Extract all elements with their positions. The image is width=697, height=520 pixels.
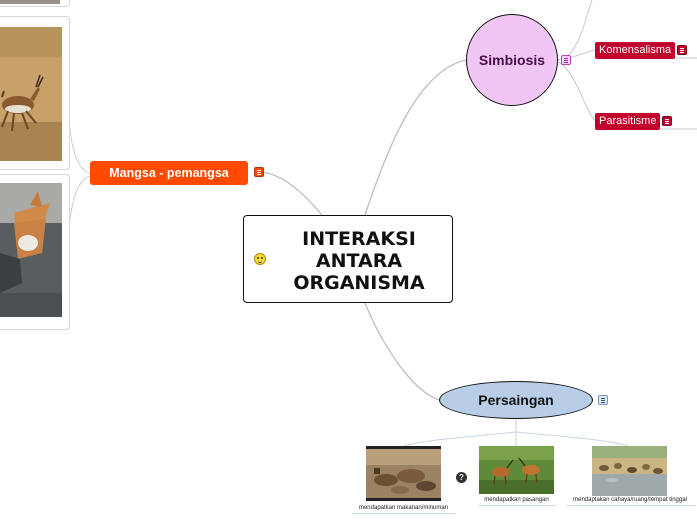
note-icon[interactable] [598, 395, 608, 405]
komensalisma-label: Komensalisma [599, 44, 672, 56]
simbiosis-label: Simbiosis [478, 52, 546, 68]
gazelle-photo [0, 27, 62, 161]
top-partial-photo [0, 0, 60, 4]
mangsa-pemangsa-label: Mangsa - pemangsa [109, 166, 229, 180]
question-icon[interactable]: ? [456, 472, 467, 483]
persaingan-topic[interactable]: Persaingan [439, 381, 593, 419]
space-competition-photo[interactable] [592, 446, 667, 496]
mate-competition-photo[interactable] [479, 446, 554, 494]
central-topic-title: INTERAKSI ANTARA ORGANISMA [293, 228, 425, 294]
note-icon[interactable] [677, 45, 687, 55]
note-icon[interactable] [561, 55, 571, 65]
komensalisma-topic[interactable]: Komensalisma [595, 42, 676, 59]
note-icon[interactable] [254, 167, 264, 177]
persaingan-label: Persaingan [478, 392, 554, 408]
predator-photo [0, 183, 62, 317]
central-topic[interactable]: INTERAKSI ANTARA ORGANISMA [243, 215, 453, 303]
simbiosis-topic[interactable]: Simbiosis [466, 14, 558, 106]
smiley-icon [254, 253, 266, 265]
parasitisme-label: Parasitisme [599, 115, 657, 127]
caption-space: mendaptakan cahaya/ruang/tempat tinggal [573, 497, 687, 503]
caption-underline [478, 505, 556, 506]
caption-food: mendapatkan makanan/minuman [358, 505, 449, 511]
note-icon[interactable] [662, 116, 672, 126]
caption-underline [352, 513, 455, 514]
parasitisme-topic[interactable]: Parasitisme [595, 113, 661, 130]
caption-mate: mendapatkan pasangan [484, 497, 549, 503]
mangsa-pemangsa-topic[interactable]: Mangsa - pemangsa [90, 161, 248, 185]
food-competition-photo[interactable] [366, 446, 441, 501]
caption-underline [566, 505, 695, 506]
